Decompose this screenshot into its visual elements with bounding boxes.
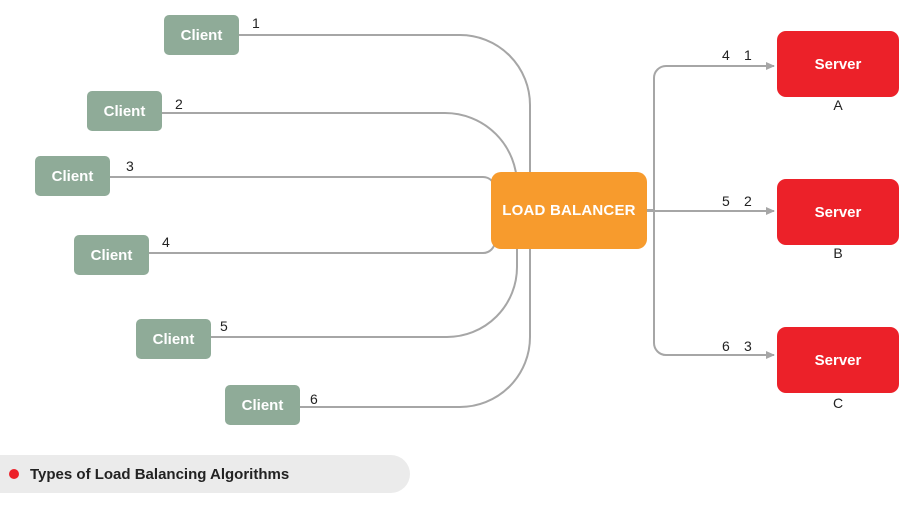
server-a: Server	[777, 31, 899, 97]
client-3-number: 3	[126, 158, 134, 174]
server-a-request-second: 1	[744, 47, 752, 63]
server-c-connector	[653, 210, 775, 359]
server-c-request-first: 6	[722, 338, 730, 354]
server-a-connector	[647, 62, 775, 211]
server-a-name: A	[833, 97, 843, 113]
footer-banner: Types of Load Balancing Algorithms	[0, 455, 410, 493]
client-3: Client	[35, 156, 110, 196]
client-2: Client	[87, 91, 162, 131]
client-2-number: 2	[175, 96, 183, 112]
client-4-connector	[149, 240, 496, 254]
client-4: Client	[74, 235, 149, 275]
client-1: Client	[164, 15, 239, 55]
server-b-request-first: 5	[722, 193, 730, 209]
client-1-number: 1	[252, 15, 260, 31]
server-b-name: B	[833, 245, 843, 261]
load-balancer: LOAD BALANCER	[491, 172, 647, 249]
server-c: Server	[777, 327, 899, 393]
client-2-connector	[162, 112, 518, 190]
client-4-number: 4	[162, 234, 170, 250]
client-6: Client	[225, 385, 300, 425]
client-6-number: 6	[310, 391, 318, 407]
client-6-connector	[299, 249, 531, 408]
server-c-name: C	[832, 395, 844, 411]
client-3-connector	[109, 176, 496, 190]
client-5-connector	[210, 232, 518, 338]
server-b-request-second: 2	[744, 193, 752, 209]
client-5: Client	[136, 319, 211, 359]
footer-title: Types of Load Balancing Algorithms	[30, 465, 290, 483]
server-c-request-second: 3	[744, 338, 752, 354]
server-a-request-first: 4	[722, 47, 730, 63]
server-b: Server	[777, 179, 899, 245]
client-1-connector	[239, 34, 531, 172]
bullet-dot-icon	[9, 469, 19, 479]
client-5-number: 5	[220, 318, 228, 334]
